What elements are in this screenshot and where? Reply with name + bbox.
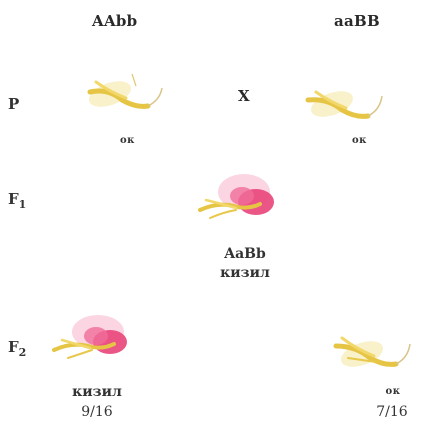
red-flower-f1 xyxy=(196,170,291,230)
f1-color: кизил xyxy=(220,265,270,281)
generation-label-f1: F1 xyxy=(8,190,27,211)
parent-left-color: ок xyxy=(120,135,135,146)
parent-right-genotype: aaBB xyxy=(334,12,380,30)
f1-genotype: AaBb xyxy=(224,246,266,262)
white-flower-f2 xyxy=(328,328,418,378)
white-flower-parent-right xyxy=(300,80,390,130)
white-flower-parent-left xyxy=(78,70,168,120)
generation-label-f2: F2 xyxy=(8,338,27,359)
parent-left-genotype: AAbb xyxy=(92,12,138,30)
f2-right-color: ок xyxy=(385,386,401,397)
f2-left-color: кизил xyxy=(72,384,122,400)
red-flower-f2 xyxy=(50,312,145,372)
f2-right-ratio: 7/16 xyxy=(376,404,408,420)
parent-right-color: ок xyxy=(352,135,367,146)
generation-label-p: P xyxy=(8,95,20,113)
f2-left-ratio: 9/16 xyxy=(81,404,113,420)
cross-symbol: X xyxy=(238,87,250,105)
